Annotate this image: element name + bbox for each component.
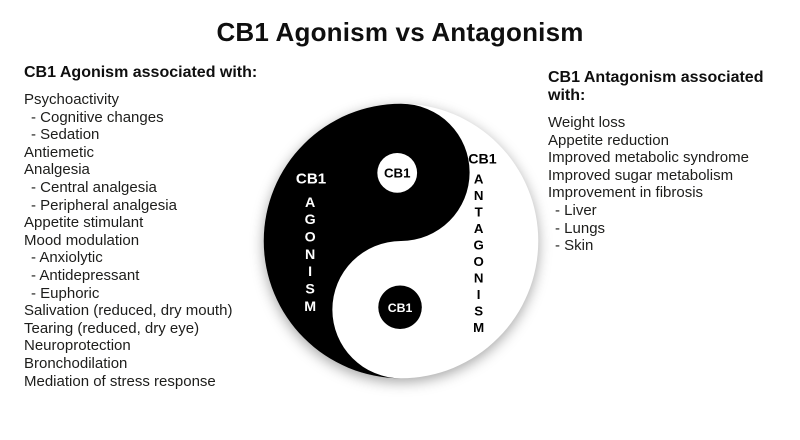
list-item: Antiemetic — [24, 143, 95, 161]
list-item: - Euphoric — [31, 284, 100, 302]
list-item: Weight loss — [548, 114, 626, 131]
list-item: Mediation of stress response — [24, 372, 216, 390]
list-item: Improvement in fibrosis — [548, 184, 704, 202]
list-item: - Anxiolytic — [31, 249, 103, 267]
yin-yang-bottom-dot — [378, 285, 422, 330]
yin-yang-black-half — [263, 103, 470, 379]
list-item: Neuroprotection — [24, 337, 131, 355]
list-item: Mood modulation — [24, 231, 140, 249]
list-item: Appetite stimulant — [24, 214, 144, 232]
list-item: Tearing (reduced, dry eye) — [24, 319, 200, 337]
list-item: - Peripheral analgesia — [31, 196, 177, 214]
top-dot-label: CB1 — [384, 166, 411, 181]
list-item: Psychoactivity — [24, 91, 120, 108]
yin-yang-top-dot — [377, 152, 418, 193]
list-item: - Sedation — [31, 126, 100, 144]
bottom-dot-label: CB1 — [388, 301, 413, 315]
list-item: - Cognitive changes — [31, 108, 164, 126]
list-item: Bronchodilation — [24, 354, 128, 372]
list-item: Improved sugar metabolism — [548, 166, 734, 184]
list-item: - Liver — [555, 201, 597, 219]
list-item: - Skin — [555, 237, 594, 255]
antagonism-heading: CB1 Antagonism associated with: — [548, 69, 764, 104]
white-side-label: CB1 — [468, 151, 496, 167]
agonism-panel: CB1 Agonism associated with: Psychoactiv… — [24, 64, 279, 390]
agonism-heading: CB1 Agonism associated with: — [24, 64, 258, 81]
list-item: Salivation (reduced, dry mouth) — [24, 302, 233, 320]
list-item: - Antidepressant — [31, 266, 140, 284]
list-item: Analgesia — [24, 161, 90, 179]
page-title: CB1 Agonism vs Antagonism — [216, 17, 584, 47]
agonism-list: Psychoactivity- Cognitive changes- Sedat… — [24, 91, 279, 390]
antagonism-panel: CB1 Antagonism associated with: Weight l… — [548, 69, 793, 255]
list-item: - Central analgesia — [31, 178, 157, 196]
black-side-label: CB1 — [296, 170, 326, 187]
list-item: Improved metabolic syndrome — [548, 149, 749, 167]
list-item: Appetite reduction — [548, 131, 669, 149]
list-item: - Lungs — [555, 219, 606, 237]
